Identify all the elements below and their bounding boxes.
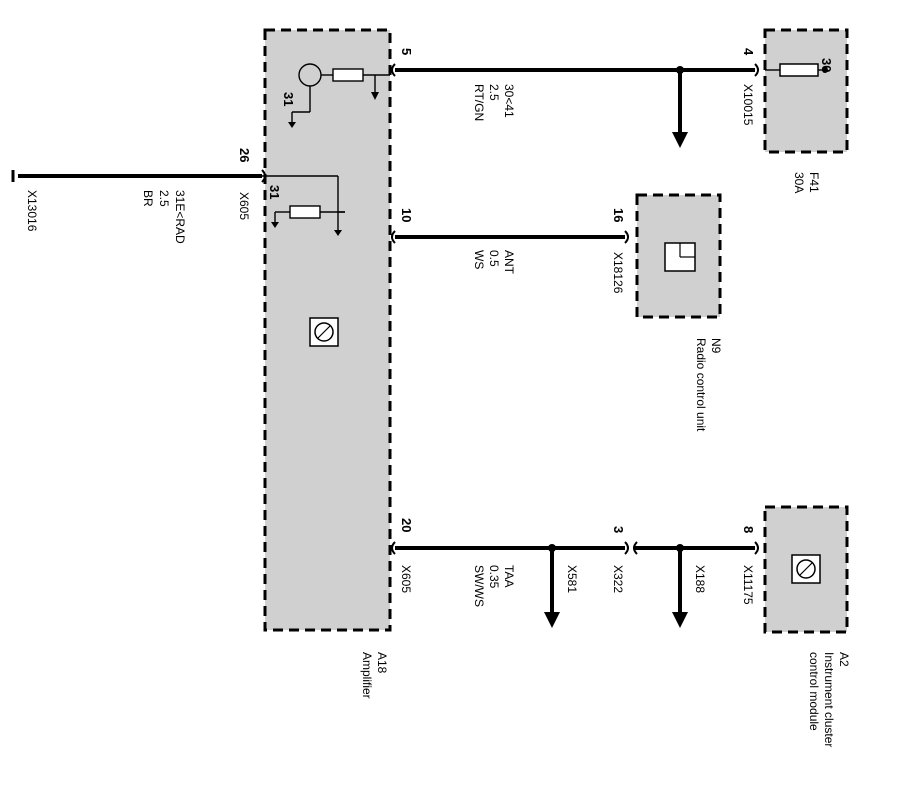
fuse-icon: [765, 63, 828, 77]
wire2-spec1: ANT: [502, 250, 516, 275]
wire3-pin-right: 8: [741, 526, 756, 533]
fuse-code: F41: [807, 172, 821, 193]
wire2-spec2: 0.5: [487, 250, 501, 267]
ground-pin-label: 26: [237, 148, 252, 162]
radio-code: N9: [709, 338, 723, 354]
wire2-spec3: WS: [472, 250, 486, 269]
ground-spec3: BR: [141, 190, 155, 207]
amplifier-code: A18: [375, 652, 389, 674]
cluster-name-line2: control module: [807, 652, 821, 731]
wire3-connector-right: X11175: [741, 565, 755, 605]
wire3-spec2: 0.35: [487, 565, 501, 589]
cluster-code: A2: [837, 652, 851, 667]
radio-name: Radio control unit: [694, 338, 708, 432]
wire3-spec3: SW/WS: [472, 565, 486, 607]
ground-spec2: 2.5: [157, 190, 171, 207]
wire2-pin-left: 10: [399, 208, 414, 222]
wire3-connector-c: X188: [693, 565, 707, 593]
cluster-icon: [791, 554, 821, 584]
wire3-pin-mid: 3: [611, 526, 626, 533]
fuse-rating: 30A: [792, 172, 806, 193]
ground-connector-label: X605: [237, 192, 251, 220]
wire1-spec3: RT/GN: [472, 84, 486, 121]
wire3-connector-b: X322: [611, 565, 625, 593]
wire1-pin-left: 5: [399, 48, 414, 55]
fuse-box[interactable]: [763, 28, 849, 154]
transistor-circuit: [288, 63, 390, 128]
wire3-connector-a: X581: [565, 565, 579, 593]
fuse-pin-label: 30: [819, 58, 834, 72]
wire3-spec1: TAA: [502, 565, 516, 587]
radio-icon: [664, 242, 696, 272]
transistor-pin-label: 31: [281, 92, 296, 106]
wire3-pin-left: 20: [399, 518, 414, 532]
speaker-icon: [309, 317, 339, 347]
amplifier-name: Amplifier: [360, 652, 374, 699]
ground-internal-circuit: [260, 175, 345, 236]
ground-spec1: 31E<RAD: [173, 190, 187, 244]
wire2-connector: X18126: [611, 252, 625, 294]
wire1-spec1: 30<41: [502, 84, 516, 118]
wire1-connector: X10015: [741, 84, 755, 126]
ground-terminal-label: X13016: [25, 190, 39, 232]
wire2-pin-right: 16: [611, 208, 626, 222]
wire1-spec2: 2.5: [487, 84, 501, 101]
wire1-pin-right: 4: [741, 48, 756, 56]
ground-internal-pin-label: 31: [267, 185, 282, 199]
wire3-connector-left: X605: [399, 565, 413, 593]
cluster-name-line1: Instrument cluster: [822, 652, 836, 747]
